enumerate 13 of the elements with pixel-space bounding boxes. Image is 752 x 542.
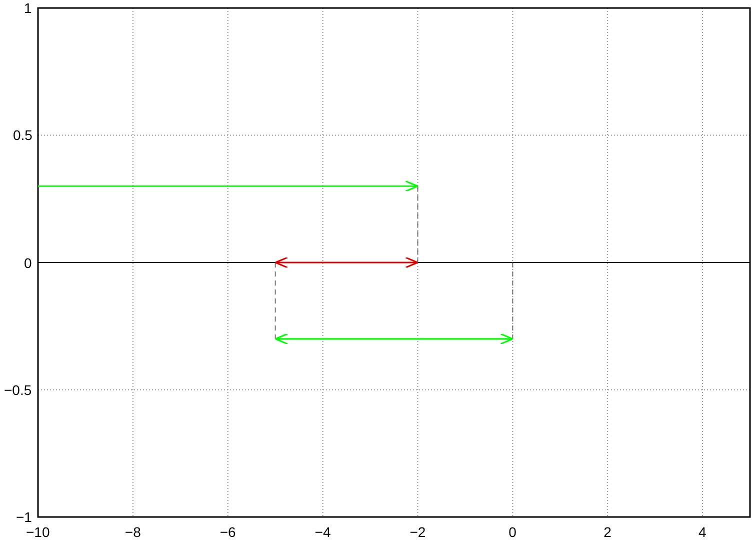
axis-tick-label: 0 bbox=[508, 524, 516, 540]
axis-tick-label: −10 bbox=[26, 524, 50, 540]
axis-tick-label: −4 bbox=[314, 524, 331, 540]
axis-tick-label: 0.5 bbox=[13, 127, 32, 144]
axis-tick-label: 2 bbox=[604, 524, 612, 540]
axis-tick-label: −6 bbox=[220, 524, 236, 540]
axis-tick-label: 1 bbox=[24, 0, 32, 16]
axis-tick-label: −8 bbox=[124, 524, 141, 540]
axis-tick-label: −1 bbox=[16, 509, 32, 525]
axis-tick-label: 0 bbox=[24, 254, 32, 270]
axis-tick-label: −2 bbox=[410, 524, 426, 540]
axis-tick-label: −0.5 bbox=[4, 382, 32, 398]
axis-tick-label: 4 bbox=[698, 524, 706, 540]
